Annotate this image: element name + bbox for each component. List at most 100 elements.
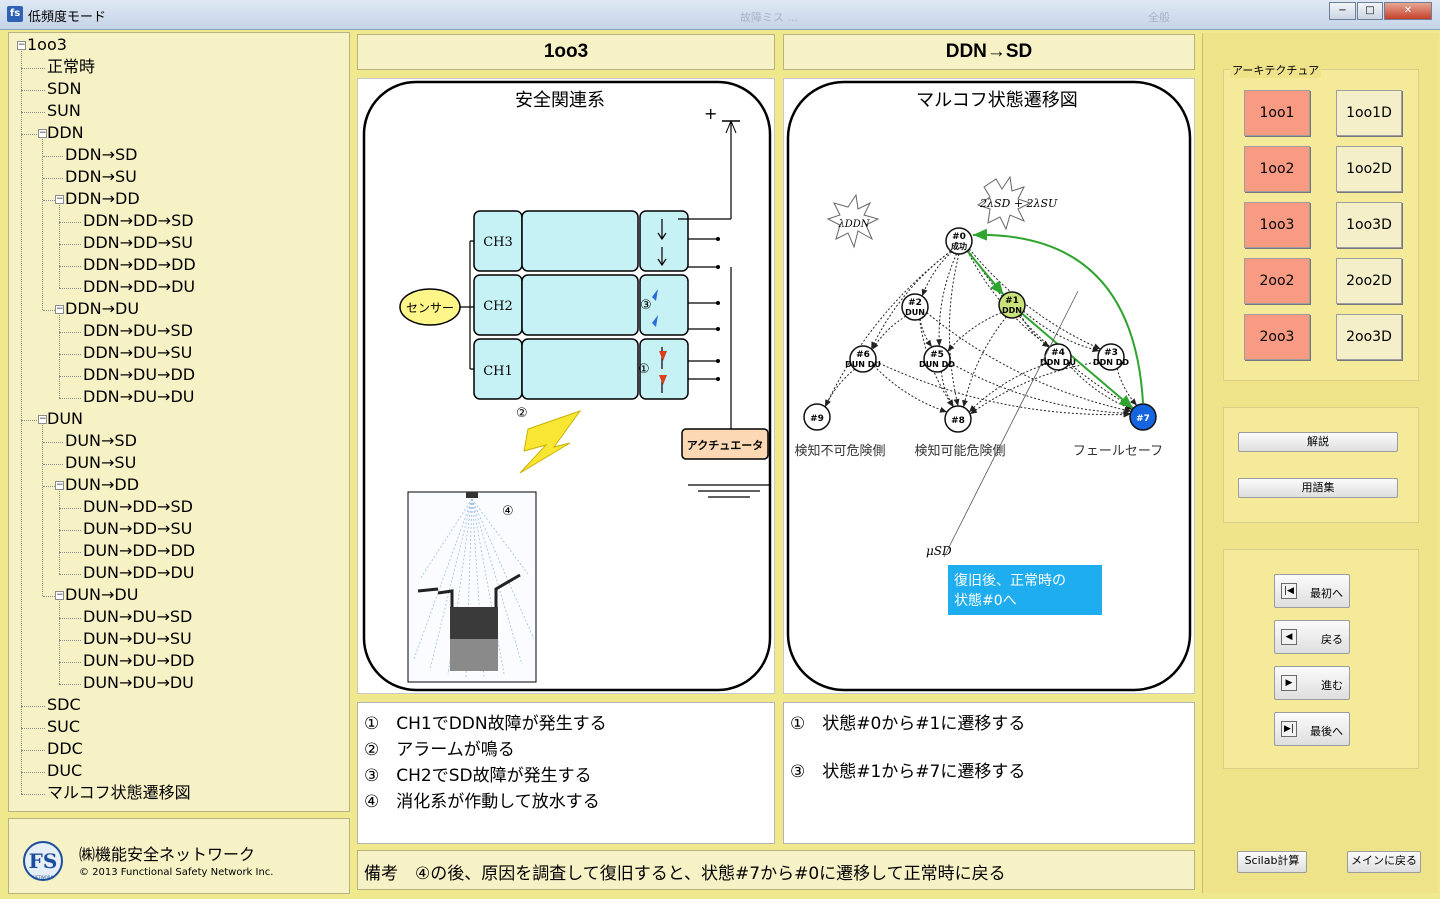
tree-item[interactable]: DUN→DD→SU	[83, 519, 193, 538]
tree-item[interactable]: DUN→DD→DU	[83, 563, 195, 582]
app-icon: fs	[7, 6, 23, 22]
tree-connector	[59, 398, 81, 399]
arch-button[interactable]: 2oo2	[1244, 258, 1310, 304]
step-line: ④ 消化系が作動して放水する	[364, 792, 600, 812]
markov-title: マルコフ状態遷移図	[916, 90, 1078, 111]
tree-toggle[interactable]: −	[38, 414, 47, 424]
tree-item[interactable]: DUN→SU	[65, 453, 137, 472]
tree-connector	[43, 596, 63, 597]
tree-item[interactable]: DDN→DD→SD	[83, 211, 194, 230]
tree-connector	[59, 640, 81, 641]
marker-1: ①	[638, 362, 650, 377]
tree-item[interactable]: 正常時	[47, 57, 96, 76]
tree-item[interactable]: DDN→DU→DU	[83, 387, 195, 406]
back-to-main-button[interactable]: メインに戻る	[1347, 851, 1421, 873]
tree-item[interactable]: DDC	[47, 739, 83, 758]
tree-item[interactable]: DDN→DD→DU	[83, 277, 196, 296]
nav-button[interactable]: |◀最初へ	[1274, 574, 1350, 608]
tree-toggle[interactable]: −	[55, 194, 64, 204]
nav-button[interactable]: ▶進む	[1274, 666, 1350, 700]
step-line: ③ CH2でSD故障が発生する	[364, 766, 592, 786]
tree-item[interactable]: マルコフ状態遷移図	[47, 783, 191, 802]
background-window-title-2: 全般	[1148, 11, 1170, 24]
arch-button[interactable]: 1oo3	[1244, 202, 1310, 248]
markov-state	[803, 403, 831, 431]
step-line: ① 状態#0から#1に遷移する	[790, 714, 1026, 734]
tree-item[interactable]: DDN→DU	[65, 299, 140, 318]
tree-item[interactable]: DUN→DD	[65, 475, 140, 494]
markov-state-id: #1	[1005, 296, 1019, 306]
tree-item[interactable]: DDN→DD→SU	[83, 233, 193, 252]
tree-item[interactable]: DUN→DU→DD	[83, 651, 195, 670]
arch-button[interactable]: 1oo1D	[1336, 90, 1402, 136]
ch2-label: CH2	[483, 299, 513, 314]
scilab-button[interactable]: Scilab計算	[1237, 851, 1307, 873]
tree-item[interactable]: DUN→DD→DD	[83, 541, 196, 560]
tree-connector	[59, 222, 81, 223]
explanation-button[interactable]: 解説	[1238, 432, 1398, 452]
tree-item[interactable]: DDN→DU→SD	[83, 321, 193, 340]
maximize-button[interactable]: □	[1357, 2, 1383, 20]
tree-item[interactable]: DUN→DD→SD	[83, 497, 193, 516]
arch-button[interactable]: 1oo2D	[1336, 146, 1402, 192]
markov-transition	[873, 365, 948, 413]
markov-active-transition	[1021, 312, 1134, 410]
tree-item[interactable]: DDN→DU→SU	[83, 343, 193, 362]
nav-button[interactable]: ◀戻る	[1274, 620, 1350, 654]
minimize-button[interactable]: −	[1329, 2, 1356, 20]
tree-item[interactable]: DUN	[47, 409, 83, 428]
tree-item[interactable]: DDN→SU	[65, 167, 137, 186]
nav-button[interactable]: ▶|最後へ	[1274, 712, 1350, 746]
tree-connector	[59, 508, 81, 509]
copyright: © 2013 Functional Safety Network Inc.	[79, 867, 274, 878]
glossary-button[interactable]: 用語集	[1238, 478, 1398, 498]
arch-button[interactable]: 1oo1	[1244, 90, 1310, 136]
tree-item[interactable]: DUN→DU→DU	[83, 673, 194, 692]
tree-toggle[interactable]: −	[55, 480, 64, 490]
tree-item[interactable]: SUN	[47, 101, 81, 120]
markov-state-id: #9	[810, 414, 824, 424]
markov-recovery-transition	[972, 228, 1144, 404]
tree-item[interactable]: 1oo3	[27, 35, 67, 54]
tree-item[interactable]: DDN→DU→DD	[83, 365, 196, 384]
step-line: ① CH1でDDN故障が発生する	[364, 714, 607, 734]
close-button[interactable]: ✕	[1384, 2, 1432, 20]
arch-button[interactable]: 2oo2D	[1336, 258, 1402, 304]
tree-item[interactable]: DDN→DD→DD	[83, 255, 196, 274]
tree-item[interactable]: DUN→SD	[65, 431, 137, 450]
tree-item[interactable]: DDN	[47, 123, 84, 142]
tree-toggle[interactable]: −	[38, 128, 47, 138]
lambda-sd-burst	[976, 175, 1032, 231]
arch-button[interactable]: 2oo3	[1244, 314, 1310, 360]
tree-item[interactable]: SUC	[47, 717, 81, 736]
tree-toggle[interactable]: −	[55, 304, 64, 314]
architecture-group-label: アーキテクチュア	[1230, 62, 1322, 78]
markov-state-name: DUN DU	[845, 360, 881, 369]
tree-item[interactable]: SDN	[47, 79, 82, 98]
tree-guide	[42, 425, 43, 596]
arch-button[interactable]: 1oo3D	[1336, 202, 1402, 248]
tree-item[interactable]: DUC	[47, 761, 83, 780]
ch3-label: CH3	[483, 235, 513, 250]
tree-guide	[59, 315, 60, 398]
tree-item[interactable]: DDN→SD	[65, 145, 138, 164]
arch-button[interactable]: 1oo2	[1244, 146, 1310, 192]
tree-toggle[interactable]: −	[55, 590, 64, 600]
markov-transition	[926, 312, 1132, 413]
tree-toggle[interactable]: −	[17, 40, 26, 50]
tree-connector	[59, 530, 81, 531]
help-group: 解説 用語集	[1223, 407, 1419, 523]
arch-button[interactable]: 2oo3D	[1336, 314, 1402, 360]
right-steps-box: ① 状態#0から#1に遷移する ③ 状態#1から#7に遷移する	[783, 702, 1195, 844]
tree-item[interactable]: DUN→DU→SD	[83, 607, 193, 626]
tree-item[interactable]: SDC	[47, 695, 81, 714]
tree-item[interactable]: DUN→DU→SU	[83, 629, 192, 648]
recovery-note-line1: 復旧後、正常時の	[954, 572, 1066, 589]
markov-state	[1129, 403, 1157, 431]
tree-item[interactable]: DDN→DD	[65, 189, 140, 208]
tree-item[interactable]: DUN→DU	[65, 585, 139, 604]
tree-connector	[59, 354, 81, 355]
nav-label: 最後へ	[1310, 725, 1343, 738]
group-label-failsafe: フェールセーフ	[1073, 444, 1163, 459]
